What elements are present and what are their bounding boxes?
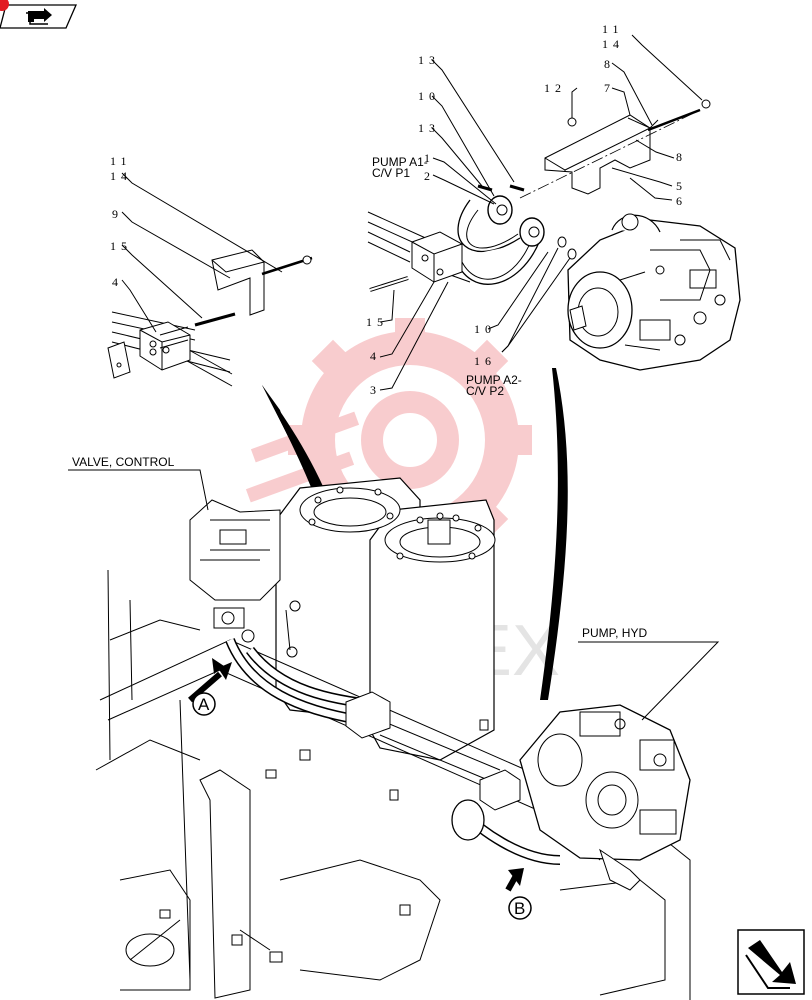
callout-6: 6 — [676, 194, 687, 208]
pump-hyd-leader — [578, 641, 720, 721]
callout-2: 2 — [424, 169, 435, 183]
callout-12: 12 — [544, 81, 566, 95]
callout-15: 15 — [110, 239, 132, 253]
callout-8: 8 — [604, 57, 615, 71]
main-assembly-view — [95, 477, 691, 1000]
view-b-letter: B — [514, 899, 525, 918]
valve-control-label: VALVE, CONTROL — [72, 455, 175, 469]
callout-10: 10 — [474, 322, 496, 336]
pump-hyd-label: PUMP, HYD — [582, 626, 647, 640]
pump-a2-sub-label: C/V P2 — [466, 384, 504, 398]
pump-a1-label: PUMP A1- — [372, 155, 428, 169]
record-dot-icon — [0, 0, 9, 11]
callout-14: 14 — [602, 37, 624, 51]
left-detail-view: 11 14 9 15 4 — [107, 154, 313, 387]
callout-13: 13 — [418, 53, 440, 67]
callout-14: 14 — [110, 169, 132, 183]
pump-a2-label: PUMP A2- — [466, 373, 522, 387]
callout-11: 11 — [110, 154, 132, 168]
callout-4: 4 — [112, 275, 123, 289]
callout-9: 9 — [112, 207, 123, 221]
callout-1: 1 — [424, 151, 435, 165]
callout-7: 7 — [604, 81, 615, 95]
callout-13: 13 — [418, 121, 440, 135]
right-detail-view: 11 14 8 7 12 13 10 13 1 2 8 5 6 10 16 15… — [366, 22, 741, 398]
callout-15: 15 — [366, 315, 388, 329]
view-b-marker: B — [505, 868, 532, 920]
pointer-right — [540, 368, 568, 700]
back-nav-button[interactable] — [0, 0, 77, 29]
pump-a1-sub-label: C/V P1 — [372, 166, 410, 180]
callout-11: 11 — [602, 22, 624, 36]
hydraulic-pump-illustration — [567, 213, 741, 371]
valve-control-leader — [68, 469, 209, 511]
callout-4: 4 — [370, 349, 381, 363]
callout-5: 5 — [676, 179, 687, 193]
back-arrow-icon — [26, 8, 52, 25]
forward-arrow-icon — [745, 940, 796, 989]
callout-3: 3 — [370, 383, 381, 397]
callout-16: 16 — [474, 354, 496, 368]
callout-10: 10 — [418, 89, 440, 103]
forward-nav-button[interactable] — [737, 929, 805, 995]
view-a-marker: A — [188, 658, 232, 716]
view-a-letter: A — [198, 695, 210, 714]
callout-8: 8 — [676, 150, 687, 164]
